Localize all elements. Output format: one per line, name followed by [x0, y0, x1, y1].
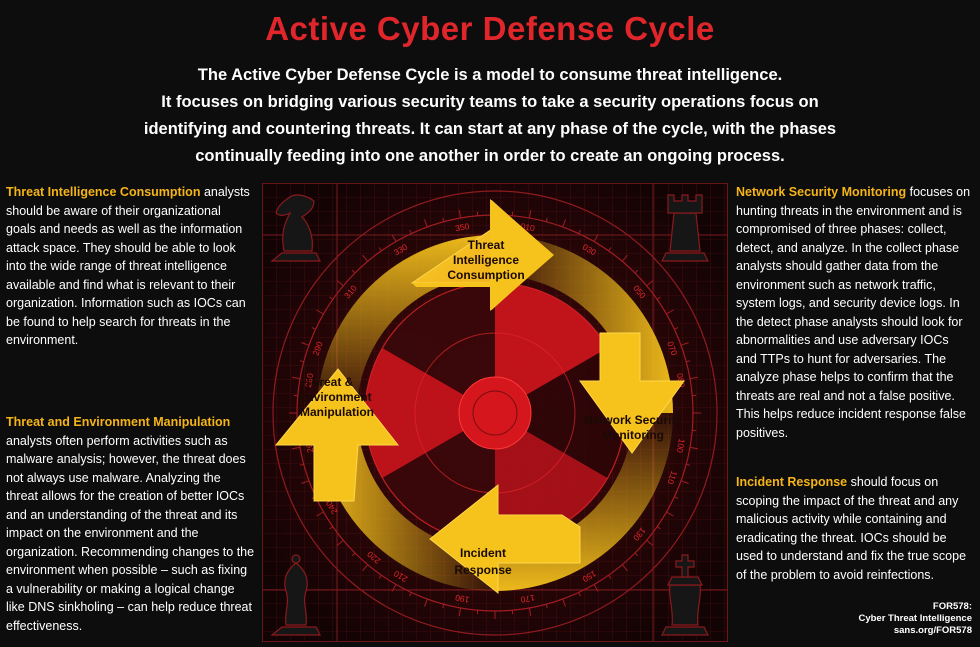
- phase-label-line: Threat: [468, 238, 505, 252]
- panel-incident-response: Incident Response should focus on scopin…: [736, 473, 974, 584]
- center-hub: [459, 377, 531, 449]
- panel-threat-intelligence-consumption: Threat Intelligence Consumption analysts…: [6, 183, 254, 350]
- panel-heading: Threat and Environment Manipulation: [6, 415, 230, 429]
- intro-line: The Active Cyber Defense Cycle is a mode…: [120, 62, 860, 89]
- phase-label-line: Consumption: [447, 268, 524, 282]
- panel-heading: Threat Intelligence Consumption: [6, 185, 200, 199]
- panel-threat-environment-manipulation: Threat and Environment Manipulation anal…: [6, 413, 256, 635]
- panel-heading: Network Security Monitoring: [736, 185, 906, 199]
- intro-line: It focuses on bridging various security …: [120, 89, 860, 116]
- panel-body: analysts should be aware of their organi…: [6, 185, 250, 347]
- panel-body: focuses on hunting threats in the enviro…: [736, 185, 970, 440]
- intro-text: The Active Cyber Defense Cycle is a mode…: [120, 62, 860, 170]
- panel-body: analysts often perform activities such a…: [6, 434, 254, 633]
- panel-network-security-monitoring: Network Security Monitoring focuses on h…: [736, 183, 972, 442]
- panel-heading: Incident Response: [736, 475, 847, 489]
- footer-line: FOR578:: [772, 601, 972, 613]
- footer-line: Cyber Threat Intelligence: [772, 613, 972, 625]
- panel-body: should focus on scoping the impact of th…: [736, 475, 966, 582]
- phase-label-line: Response: [454, 563, 512, 577]
- phase-label-line: Environment: [298, 390, 371, 404]
- footer-credit: FOR578: Cyber Threat Intelligence sans.o…: [772, 601, 972, 637]
- phase-label-line: Threat &: [305, 375, 354, 389]
- phase-label-line: Network Security: [584, 413, 682, 427]
- intro-line: continually feeding into one another in …: [120, 143, 860, 170]
- intro-line: identifying and countering threats. It c…: [120, 116, 860, 143]
- phase-label-line: Monitoring: [602, 428, 664, 442]
- phase-label-line: Incident: [460, 546, 506, 560]
- page-title: Active Cyber Defense Cycle: [0, 10, 980, 48]
- phase-label-line: Intelligence: [453, 253, 519, 267]
- footer-line: sans.org/FOR578: [772, 625, 972, 637]
- phase-label-line: Manipulation: [300, 405, 374, 419]
